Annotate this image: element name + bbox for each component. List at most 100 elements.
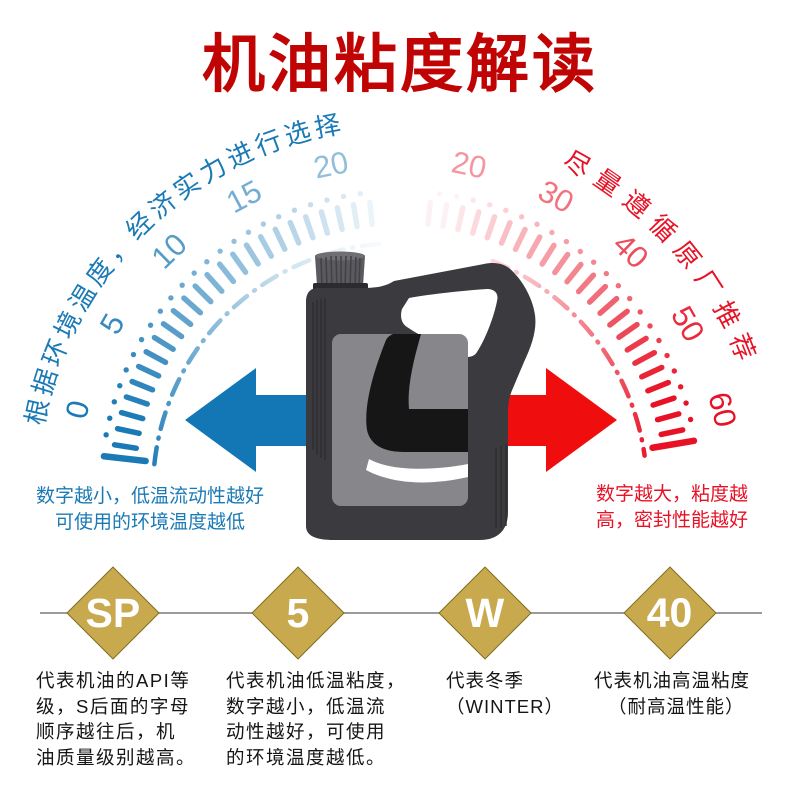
gauge-tick [470,209,482,236]
gauge-tick [526,234,543,260]
legend-connector-line [40,612,762,614]
legend-desc-w: 代表冬季 （WINTER） [446,668,616,719]
gauge-dot [534,221,540,227]
gauge-tick [350,202,360,230]
gauge-tick [607,308,630,328]
legend-desc-line: 数字越小，低温流 [226,695,387,717]
gauge-dot [191,270,197,276]
legend-desc-line: （耐高温性能） [608,695,745,717]
gauge-scale-number: 5 [93,308,132,340]
note-line: 可使用的环境温度越低 [54,512,245,533]
gauge-tick [216,261,237,285]
legend-symbol: 40 [647,589,693,636]
gauge-dot [518,214,525,220]
gauge-dot [123,367,129,373]
gauge-dot [577,248,584,255]
gauge-tick [650,395,677,408]
legend-desc-line: 代表机油高温粘度 [594,670,751,691]
gauge-tick [118,409,146,422]
legend-desc-line: 级，S后面的字母 [36,695,190,717]
legend-symbol: W [465,589,505,636]
gauge-tick [204,272,225,294]
high-number-note: 数字越大，粘度越 高，密封性能越好 [596,482,764,534]
gauge-tick [575,272,597,295]
gauge-scale-number: 20 [449,144,490,185]
gauge-dot [217,248,223,254]
gauge-tick [243,242,261,267]
gauge-tick [425,199,433,228]
gauge-tick [632,349,658,366]
gauge-tick [302,214,316,241]
gauge-end-tick [100,453,149,465]
gauge-tick [440,202,450,230]
gauge-scale-number: 60 [701,389,743,431]
gauge-tick [564,261,584,285]
legend-desc-40: 代表机油高温粘度 （耐高温性能） [594,668,774,719]
gauge-tick [129,378,156,393]
jug-handle-hole [401,289,498,357]
gauge-dot [138,336,145,343]
gauge-dot [671,368,677,374]
jug-cap-ribs [320,255,361,290]
note-line: 数字越小，低温流动性越好 [35,486,264,507]
gauge-dot [340,193,347,200]
oil-jug-image [306,251,536,540]
gauge-dot [664,352,670,359]
gauge-dot [307,202,314,208]
gauge-tick [318,209,331,236]
gauge-tick [539,242,557,267]
low-number-note: 数字越小，低温流动性越好 可使用的环境温度越低 [28,484,272,536]
gauge-dot [503,207,509,214]
gauge-dot [231,238,237,244]
gauge-tick [230,251,249,275]
gauge-tick [334,205,345,233]
gauge-dot [626,295,633,302]
gauge-dot [687,416,694,423]
gauge-dot [291,207,298,213]
gauge-dot [157,308,164,314]
gauge-dot [147,322,154,328]
gauge-tick [143,349,169,366]
gauge-tick [616,321,640,340]
gauge-tick [192,283,214,305]
gauge-dot [656,337,662,344]
legend-desc-line: 代表机油低温粘度， [226,670,407,691]
gauge-dot [357,190,363,197]
gauge-scale-number: 0 [58,397,96,422]
gauge-dot [470,197,476,203]
gauge-dot [615,283,622,289]
gauge-scale-number: 20 [310,144,351,185]
gauge-dot [130,351,137,358]
legend-symbol: SP [85,589,141,636]
gauge-tick [160,321,185,340]
gauge-tick [654,411,682,423]
gauge-dot [107,415,113,421]
gauge-dot [637,309,643,315]
gauge-curved-label: 尽量遵循原厂推荐 [558,145,764,373]
gauge-tick [512,226,528,253]
gauge-tick [498,219,513,246]
gauge-tick [586,283,609,305]
gauge-tick [552,251,571,276]
gauge-tick [455,205,466,233]
jug-label-swoosh-white [366,459,468,483]
note-line: 高，密封性能越好 [596,510,749,531]
gauge-tick [181,295,204,316]
gauge-dashdot-arc [490,258,647,458]
legend-desc-line: 动性越好，可使用 [226,721,387,742]
gauge-dot [245,229,252,235]
gauge-tick [287,219,302,246]
legend-desc-line: 代表机油的API等 [36,670,191,691]
gauge-tick [257,234,275,259]
gauge-dot [647,323,653,329]
gauge-dot [168,295,174,301]
gauge-tick [170,307,194,328]
jug-ridges [312,298,507,528]
legend-desc-line: 的环境温度越低。 [226,746,387,768]
gauge-dot [324,197,330,203]
gauge-dot [204,259,210,265]
gauge-scale-number: 50 [664,300,712,347]
gauge-tick [135,363,162,379]
gauge-dot [179,282,185,288]
